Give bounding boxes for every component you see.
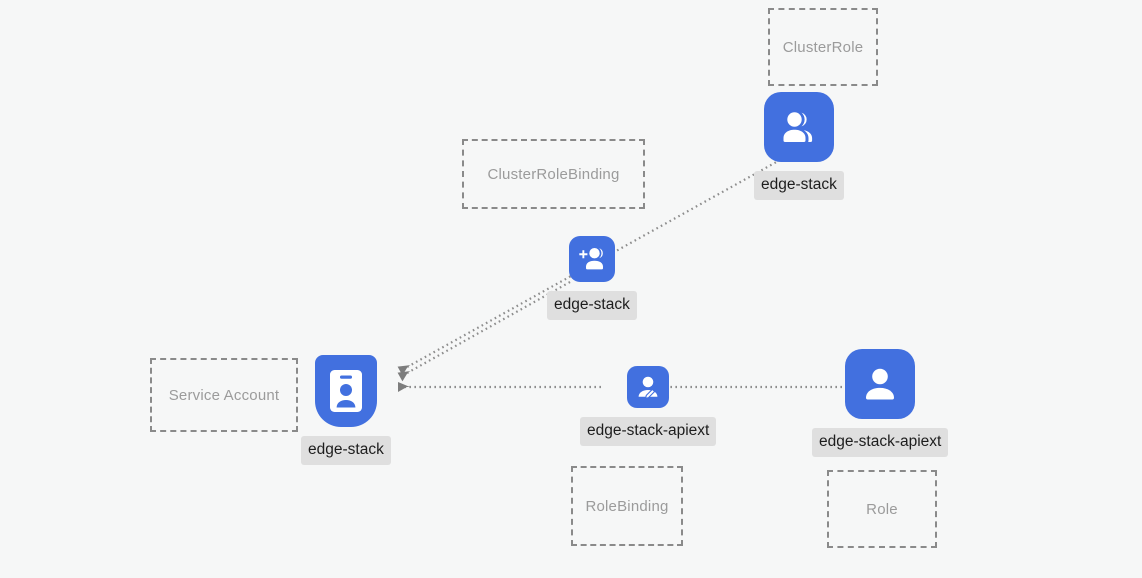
group-label-role-binding: RoleBinding bbox=[585, 497, 669, 515]
node-cluster-role-node[interactable]: edge-stack bbox=[754, 92, 844, 200]
group-box-cluster-role-binding: ClusterRoleBinding bbox=[462, 139, 645, 209]
node-label-cluster-role-binding-node: edge-stack bbox=[547, 291, 637, 320]
person-add-icon[interactable] bbox=[568, 236, 615, 282]
node-label-cluster-role-node: edge-stack bbox=[754, 171, 844, 200]
people-group-icon[interactable] bbox=[763, 92, 834, 162]
group-label-service-account: Service Account bbox=[168, 386, 280, 404]
group-box-role: Role bbox=[827, 470, 937, 548]
group-box-cluster-role: ClusterRole bbox=[768, 8, 878, 86]
group-label-role: Role bbox=[866, 500, 898, 518]
group-label-cluster-role: ClusterRole bbox=[782, 38, 864, 56]
node-label-service-account-node: edge-stack bbox=[301, 436, 391, 465]
person-edit-icon[interactable] bbox=[627, 366, 670, 408]
graph-edge-edge-clusterrolebinding-to-serviceaccount bbox=[397, 281, 571, 382]
group-label-cluster-role-binding: ClusterRoleBinding bbox=[487, 165, 620, 183]
node-label-role-node: edge-stack-apiext bbox=[812, 428, 949, 457]
id-badge-icon[interactable] bbox=[314, 355, 377, 427]
group-box-role-binding: RoleBinding bbox=[571, 466, 683, 546]
node-role-node[interactable]: edge-stack-apiext bbox=[812, 349, 949, 457]
node-role-binding-node[interactable]: edge-stack-apiext bbox=[580, 366, 717, 446]
person-icon[interactable] bbox=[845, 349, 916, 419]
node-label-role-binding-node: edge-stack-apiext bbox=[580, 417, 717, 446]
node-service-account-node[interactable]: edge-stack bbox=[301, 355, 391, 465]
node-cluster-role-binding-node[interactable]: edge-stack bbox=[547, 236, 637, 320]
group-box-service-account: Service Account bbox=[150, 358, 298, 432]
